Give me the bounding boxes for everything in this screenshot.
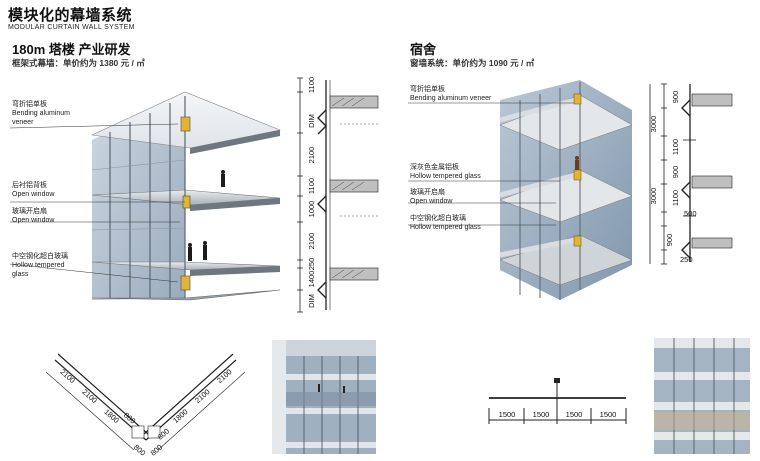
- label-open-window-en: Open window: [12, 217, 55, 224]
- dorm-label-metal-panel-cn: 深灰色金属铝板: [410, 164, 459, 171]
- dim-text: 1500: [566, 410, 583, 419]
- dim-text: 250: [680, 255, 693, 264]
- dim-text: 1100: [671, 139, 680, 155]
- label-tempered-glass-en: Hollow tempered glass: [12, 262, 65, 278]
- dorm-label-tempered-glass-cn: 中空钢化超白玻璃: [410, 215, 466, 222]
- label-open-window-cn: 玻璃开启扇: [12, 208, 47, 215]
- dim-text: 1500: [600, 410, 617, 419]
- dim-text: 500: [684, 209, 697, 218]
- page-title: 模块化的幕墙系统: [8, 7, 133, 24]
- dim-text: 1100: [307, 77, 316, 93]
- dim-text: 1500: [499, 410, 516, 419]
- dorm-label-tempered-glass-en: Hollow tempered glass: [410, 224, 481, 231]
- label-bending-aluminum-cn: 弯折铝单板: [12, 101, 47, 108]
- dim-text: 900: [665, 234, 674, 247]
- label-tempered-glass-cn: 中空钢化超白玻璃: [12, 253, 68, 260]
- label-bending-aluminum-en: Bending aluminum veneer: [12, 110, 70, 126]
- dorm-section-title: 宿舍: [410, 42, 437, 57]
- dorm-price-text: 窗墙系统：单价约为 1090 元 / ㎡: [410, 58, 535, 68]
- dim-text: 1000: [307, 201, 316, 218]
- dorm-label-metal-panel-en: Hollow tempered glass: [410, 173, 481, 180]
- dim-text: 1500: [533, 410, 550, 419]
- dim-text: 2100: [307, 233, 316, 250]
- page-subtitle: MODULAR CURTAIN WALL SYSTEM: [8, 24, 135, 31]
- tower-section-title: 180m 塔楼 产业研发: [12, 42, 131, 57]
- dorm-label-open-window-en: Open window: [410, 198, 453, 205]
- label-backing-panel-cn: 后衬铝背板: [12, 182, 47, 189]
- label-backing-panel-en: Open window: [12, 191, 55, 198]
- dorm-label-bending-aluminum-cn: 弯折铝单板: [410, 86, 445, 93]
- dim-text: 250: [307, 258, 316, 271]
- dim-text: 1100: [307, 178, 316, 194]
- tower-price-text: 框架式幕墙：单价约为 1380 元 / ㎡: [12, 58, 145, 68]
- dim-text: 1100: [671, 190, 680, 206]
- dorm-label-bending-aluminum-en: Bending aluminum veneer: [410, 95, 492, 102]
- dim-text: 900: [671, 166, 680, 179]
- dim-text: 1400: [307, 271, 316, 288]
- dim-text: 3000: [649, 188, 658, 205]
- dim-text: 900: [671, 91, 680, 104]
- dim-text: DIM: [307, 114, 316, 128]
- dorm-label-open-window-cn: 玻璃开启扇: [410, 189, 445, 196]
- dim-text: 2100: [307, 147, 316, 164]
- dim-text: DIM: [307, 294, 316, 308]
- dim-text: 3000: [649, 116, 658, 133]
